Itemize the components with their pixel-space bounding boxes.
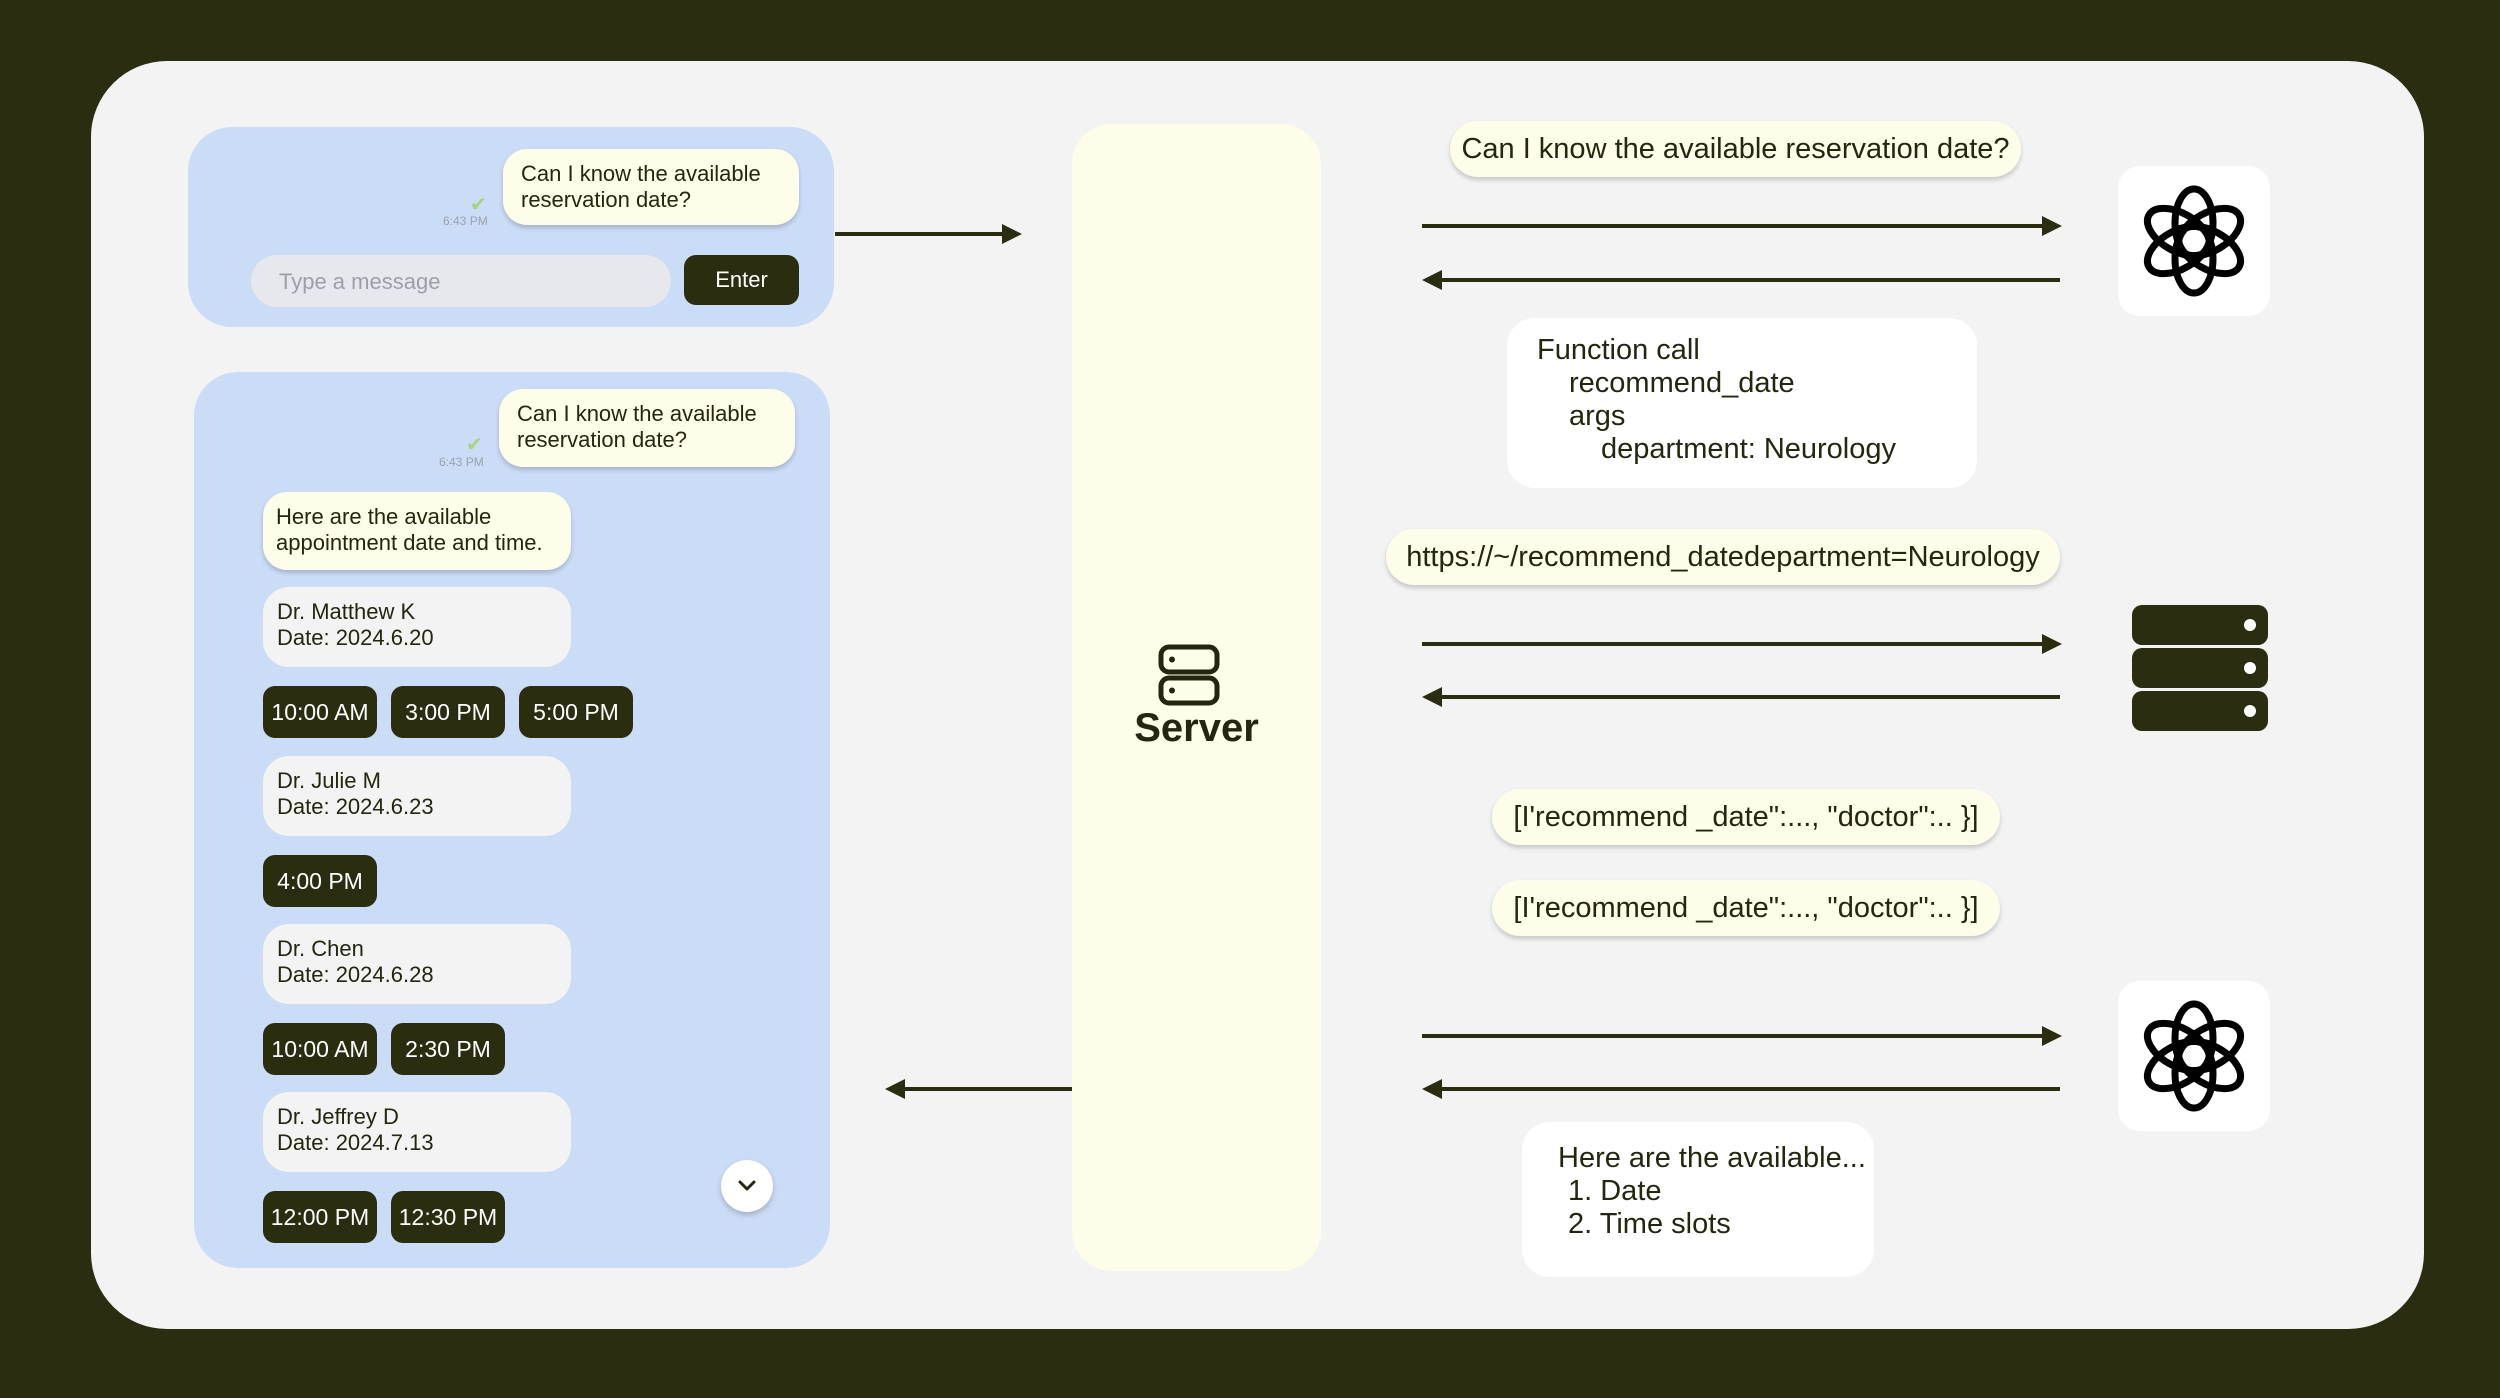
openai-logo-icon — [2143, 1000, 2245, 1112]
llm-logo-bottom — [2118, 981, 2270, 1131]
rack-unit — [2132, 605, 2268, 645]
scroll-down-button[interactable] — [721, 1160, 773, 1212]
message-input[interactable]: Type a message — [251, 255, 671, 307]
enter-button[interactable]: Enter — [684, 255, 799, 305]
read-check-icon: ✔ — [466, 434, 483, 456]
function-call-box: Function call recommend_date args depart… — [1507, 318, 1977, 488]
doctor-card: Dr. Julie M Date: 2024.6.23 — [263, 756, 571, 836]
bot-message-bubble: Here are the available appointment date … — [263, 492, 571, 570]
api-response-pill: [I'recommend _date":..., "doctor":.. }] — [1492, 880, 2000, 936]
time-slot-button[interactable]: 4:00 PM — [263, 855, 377, 907]
user-message-bubble: Can I know the available reservation dat… — [499, 389, 795, 467]
read-check-icon: ✔ — [470, 194, 487, 216]
chevron-down-icon — [738, 1180, 756, 1191]
api-url-pill: https://~/recommend_datedepartment=Neuro… — [1386, 529, 2060, 585]
time-slot-button[interactable]: 3:00 PM — [391, 686, 505, 738]
message-time: 6:43 PM — [439, 455, 484, 469]
query-pill: Can I know the available reservation dat… — [1450, 121, 2021, 177]
time-slot-button[interactable]: 12:30 PM — [391, 1191, 505, 1243]
server-label: Server — [1134, 706, 1259, 750]
server-icon — [1158, 644, 1220, 706]
message-time: 6:43 PM — [443, 214, 488, 228]
doctor-card: Dr. Jeffrey D Date: 2024.7.13 — [263, 1092, 571, 1172]
rack-unit — [2132, 648, 2268, 688]
time-slot-button[interactable]: 2:30 PM — [391, 1023, 505, 1075]
time-slot-button[interactable]: 10:00 AM — [263, 686, 377, 738]
doctor-card: Dr. Matthew K Date: 2024.6.20 — [263, 587, 571, 667]
llm-logo-top — [2118, 166, 2270, 316]
user-message-bubble-top: Can I know the available reservation dat… — [503, 149, 799, 225]
doctor-card: Dr. Chen Date: 2024.6.28 — [263, 924, 571, 1004]
time-slot-button[interactable]: 10:00 AM — [263, 1023, 377, 1075]
api-response-pill: [I'recommend _date":..., "doctor":.. }] — [1492, 789, 2000, 845]
openai-logo-icon — [2143, 185, 2245, 297]
rack-unit — [2132, 691, 2268, 731]
time-slot-button[interactable]: 12:00 PM — [263, 1191, 377, 1243]
time-slot-button[interactable]: 5:00 PM — [519, 686, 633, 738]
final-answer-box: Here are the available... 1. Date 2. Tim… — [1522, 1122, 1874, 1277]
server-panel — [1072, 124, 1321, 1271]
